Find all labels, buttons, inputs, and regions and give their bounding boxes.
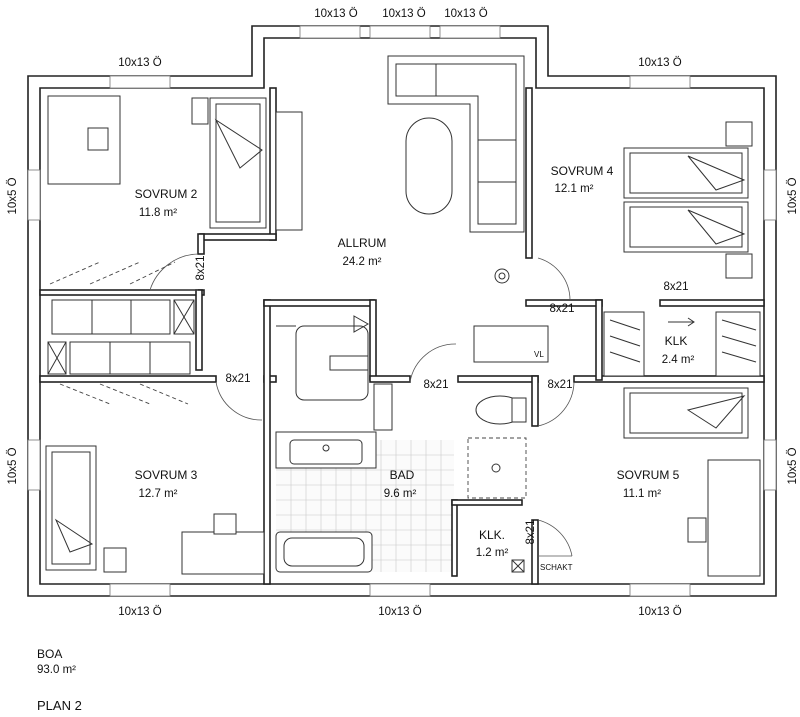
boa-area: 93.0 m² [37, 664, 76, 676]
sovrum2-furniture [47, 95, 303, 231]
room-area-klk-right: 2.4 m² [662, 354, 695, 366]
window-bottom-left [109, 583, 171, 597]
room-name-sovrum3: SOVRUM 3 [135, 468, 198, 482]
door-label-sovrum4: 8x21 [550, 303, 575, 315]
window-label-right-lower: 10x5 Ö [787, 447, 799, 484]
window-left-lower [27, 439, 41, 491]
room-area-bad: 9.6 m² [384, 488, 417, 500]
window-label-bottom-left: 10x13 Ö [118, 606, 162, 618]
window-label-left-upper: 10x5 Ö [7, 177, 19, 214]
room-area-sovrum5: 11.1 m² [623, 488, 661, 500]
window-label-top-right: 10x13 Ö [638, 57, 682, 69]
window-top-1 [299, 25, 361, 39]
window-label-right-upper: 10x5 Ö [787, 177, 799, 214]
wardrobe-block [47, 261, 195, 405]
sofa-icon [387, 55, 525, 233]
room-area-allrum: 24.2 m² [343, 256, 382, 268]
window-left-upper [27, 169, 41, 221]
outer-walls [27, 25, 777, 597]
allrum-furniture [276, 55, 549, 401]
bathroom-furniture [275, 383, 527, 573]
bed-icon [45, 445, 97, 571]
bathtub-icon [275, 531, 373, 573]
window-top-right [629, 75, 691, 89]
room-name-klk-small: KLK. [479, 528, 505, 542]
room-area-sovrum4: 12.1 m² [555, 183, 594, 195]
door-swings [149, 253, 575, 557]
door-labels: 8x21 8x21 8x21 8x21 8x21 8x21 8x21 [195, 256, 688, 545]
room-name-sovrum5: SOVRUM 5 [617, 468, 680, 482]
windows [27, 25, 777, 597]
sovrum3-furniture [45, 445, 265, 575]
room-area-sovrum2: 11.8 m² [139, 207, 177, 219]
room-name-allrum: ALLRUM [338, 236, 387, 250]
door-label-sovrum5: 8x21 [548, 379, 573, 391]
shaft-label: SCHAKT [540, 563, 573, 572]
window-label-top-left: 10x13 Ö [118, 57, 162, 69]
sovrum5-furniture [623, 387, 761, 577]
window-label-bottom-right: 10x13 Ö [638, 606, 682, 618]
boa-label: BOA [37, 647, 63, 661]
window-right-upper [763, 169, 777, 221]
window-right-lower [763, 439, 777, 491]
window-top-3 [439, 25, 501, 39]
window-label-top-2: 10x13 Ö [382, 8, 426, 20]
interior-walls [39, 87, 765, 585]
window-labels: 10x13 Ö 10x13 Ö 10x13 Ö 10x13 Ö 10x13 Ö … [7, 8, 799, 618]
plan-name: PLAN 2 [37, 698, 82, 713]
room-name-klk-right: KLK [665, 334, 688, 348]
door-label-klk-right: 8x21 [664, 281, 689, 293]
sovrum4-furniture [623, 121, 753, 279]
window-top-left [109, 75, 171, 89]
vl-label: VL [534, 350, 544, 359]
bed-icon [623, 201, 749, 253]
summary: BOA 93.0 m² [37, 646, 76, 678]
window-label-bottom-mid: 10x13 Ö [378, 606, 422, 618]
room-area-sovrum3: 12.7 m² [139, 488, 178, 500]
door-label-sovrum2: 8x21 [195, 256, 207, 281]
room-area-klk-small: 1.2 m² [476, 547, 509, 559]
room-name-sovrum2: SOVRUM 2 [135, 187, 198, 201]
window-top-2 [369, 25, 431, 39]
window-bottom-right [629, 583, 691, 597]
window-bottom-mid [369, 583, 431, 597]
room-name-bad: BAD [390, 468, 415, 482]
bed-icon [623, 147, 749, 199]
window-label-left-lower: 10x5 Ö [7, 447, 19, 484]
window-label-top-3: 10x13 Ö [444, 8, 488, 20]
klk-right-closet [603, 311, 761, 377]
door-label-bad: 8x21 [424, 379, 449, 391]
bed-icon [623, 387, 749, 439]
room-name-sovrum4: SOVRUM 4 [551, 164, 614, 178]
door-label-sovrum3: 8x21 [226, 373, 251, 385]
window-label-top-1: 10x13 Ö [314, 8, 358, 20]
table-icon [405, 117, 453, 215]
room-labels: SOVRUM 2 11.8 m² ALLRUM 24.2 m² SOVRUM 4… [135, 164, 695, 559]
door-label-klk-small: 8x21 [525, 520, 537, 545]
